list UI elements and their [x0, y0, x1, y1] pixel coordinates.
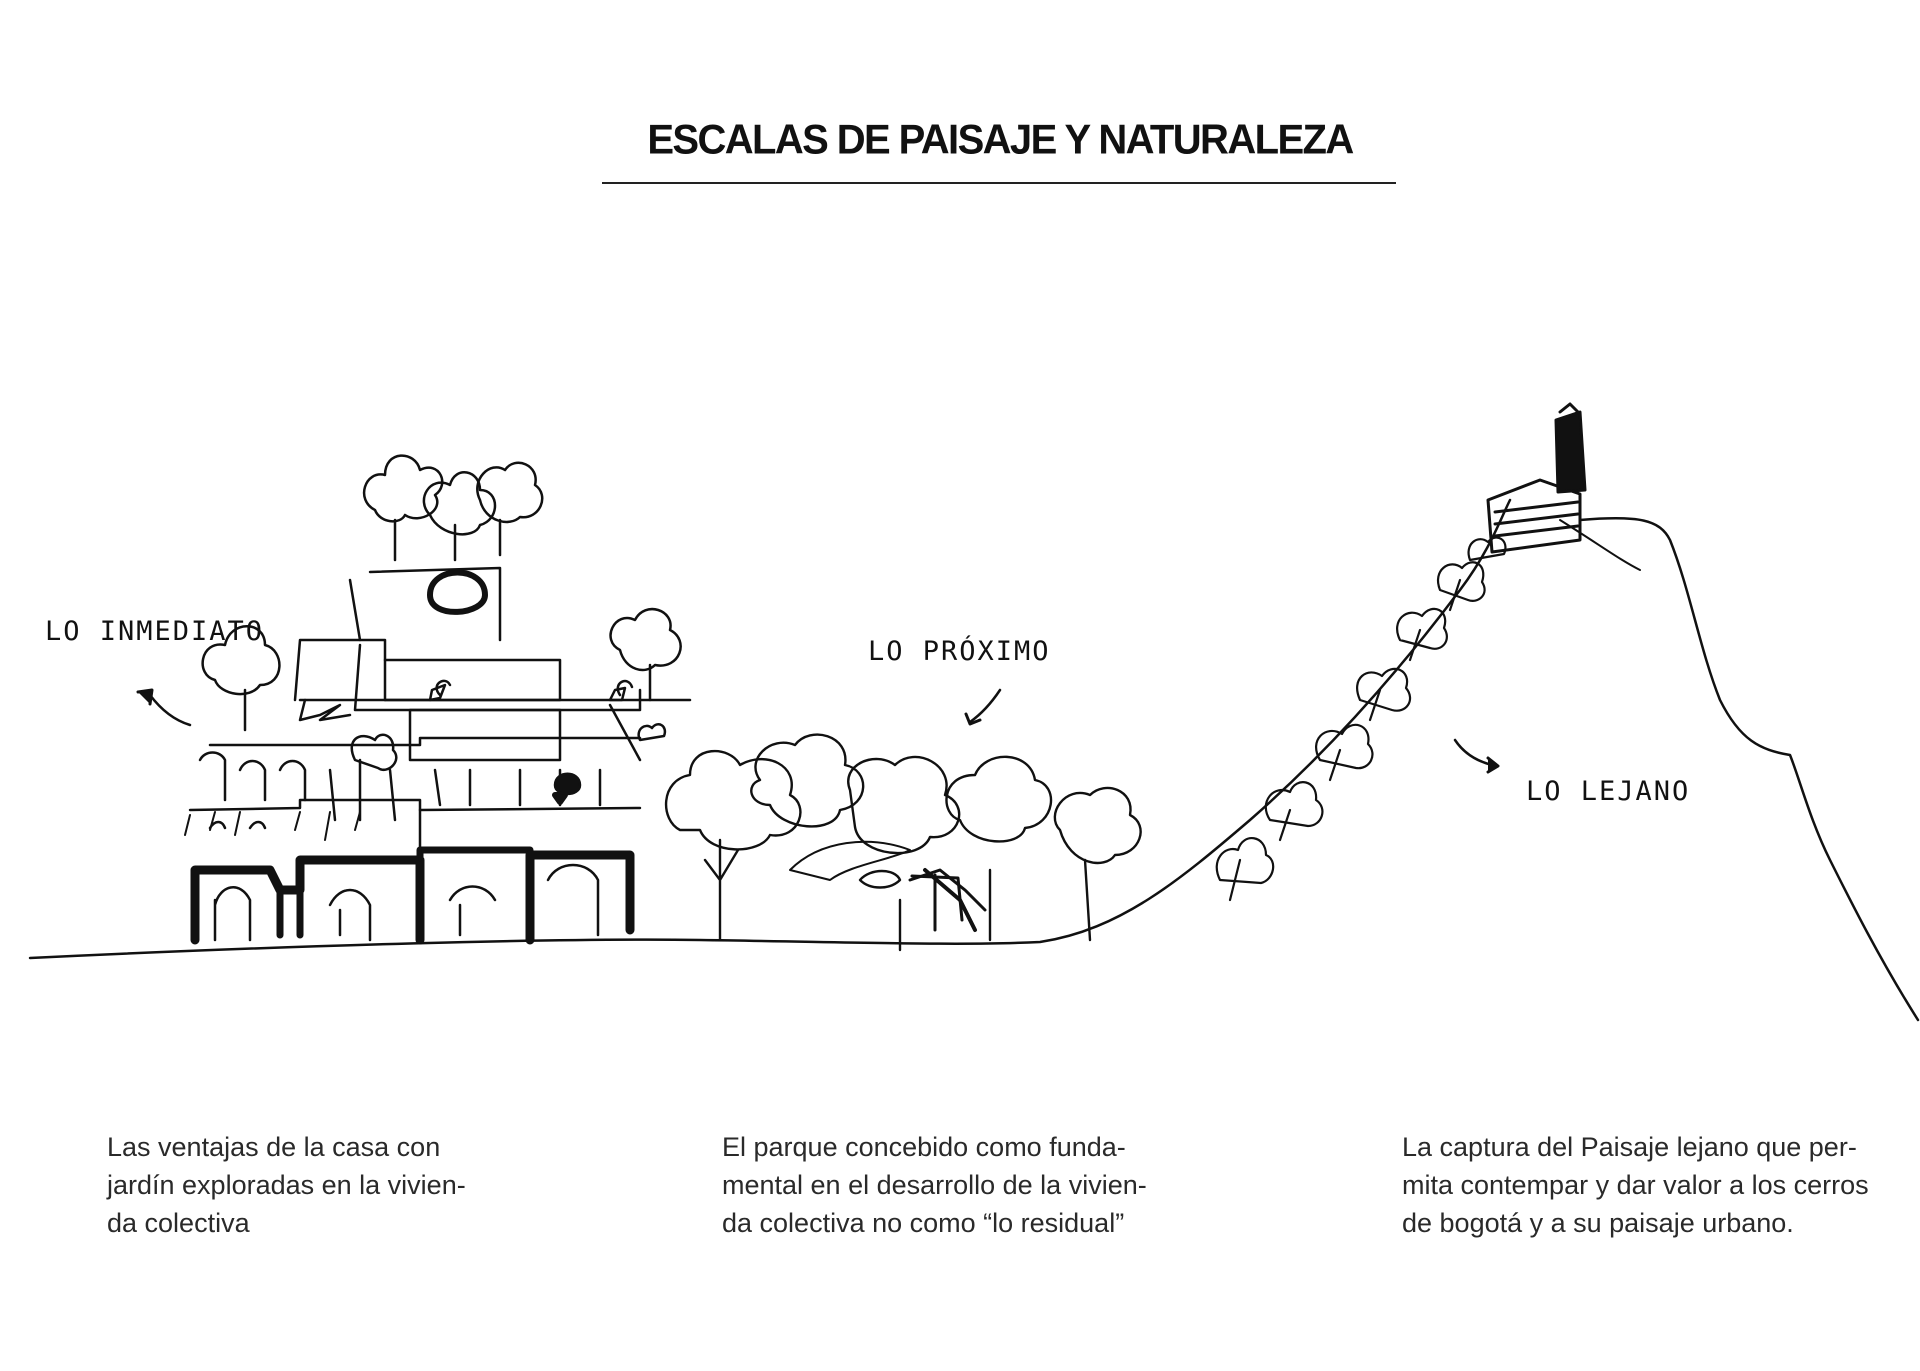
page-title: ESCALAS DE PAISAJE Y NATURALEZA — [647, 116, 1354, 164]
caption-line: El parque concebido como funda- — [722, 1132, 1126, 1162]
hill-outline — [1578, 516, 1920, 1022]
caption-line: mental en el desarrollo de la vivien- — [722, 1170, 1147, 1200]
park-trees-icon — [665, 733, 1142, 952]
label-lo-proximo: LO PRÓXIMO — [868, 635, 1051, 667]
caption-inmediato: Las ventajas de la casa con jardín explo… — [107, 1128, 527, 1242]
caption-line: jardín exploradas en la vivien- — [107, 1170, 466, 1200]
caption-lejano: La captura del Paisaje lejano que per- m… — [1402, 1128, 1902, 1242]
hut-icon — [1486, 402, 1587, 554]
caption-line: de bogotá y a su paisaje urbano. — [1402, 1208, 1794, 1238]
caption-line: Las ventajas de la casa con — [107, 1132, 441, 1162]
caption-proximo: El parque concebido como funda- mental e… — [722, 1128, 1202, 1242]
building-sketch-icon — [184, 454, 692, 945]
arrow-proximo-icon — [968, 688, 1002, 724]
label-lo-inmediato: LO INMEDIATO — [45, 616, 264, 647]
caption-line: da colectiva — [107, 1208, 250, 1238]
arrow-inmediato-icon — [148, 693, 192, 727]
label-lo-lejano: LO LEJANO — [1526, 776, 1690, 807]
caption-line: La captura del Paisaje lejano que per- — [1402, 1132, 1857, 1162]
caption-line: mita contempar y dar valor a los cerros — [1402, 1170, 1869, 1200]
hillside-trees-icon — [1215, 536, 1507, 902]
caption-line: da colectiva no como “lo residual” — [722, 1208, 1125, 1238]
title-underline — [602, 182, 1396, 184]
arrow-lejano-icon — [1453, 738, 1494, 767]
ground-line — [28, 498, 1512, 960]
